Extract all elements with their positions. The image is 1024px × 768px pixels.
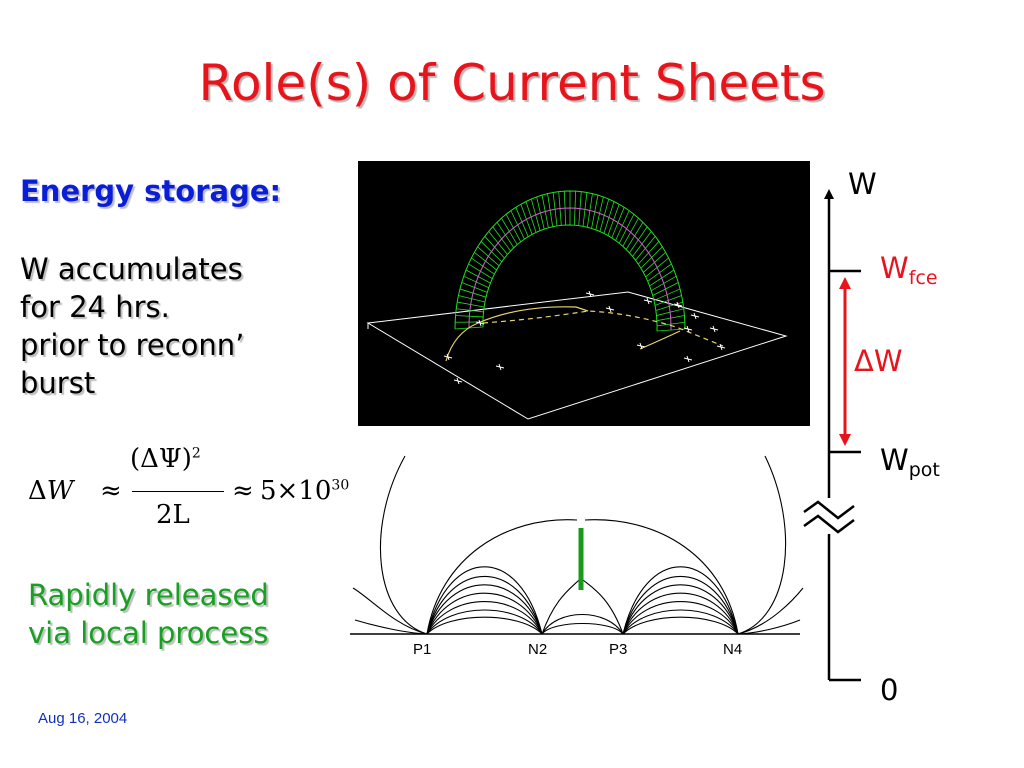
field-line <box>622 566 739 635</box>
field-line <box>622 601 739 635</box>
field-line <box>541 622 624 635</box>
w-fce-main: W <box>880 251 909 285</box>
eq-approx-2: ≈ <box>232 476 254 506</box>
field-line <box>426 616 543 635</box>
delta-w-label: ΔW <box>854 344 903 378</box>
text-line: Rapidly released <box>28 578 269 612</box>
text-line: prior to reconn’ <box>20 328 245 362</box>
field-line <box>737 587 804 635</box>
field-line <box>584 519 739 635</box>
eq-value-exp: 30 <box>331 477 350 494</box>
field-line-diagram: P1 N2 P3 N4 <box>350 455 804 658</box>
field-line <box>622 584 739 635</box>
null-marker <box>683 355 693 363</box>
energy-storage-text: W accumulates for 24 hrs. prior to recon… <box>20 250 244 402</box>
polarity-line-right <box>639 330 681 350</box>
field-line <box>426 566 543 635</box>
field-line <box>354 619 428 635</box>
field-line <box>541 614 624 635</box>
eq-denominator: 2L <box>156 500 190 530</box>
flux-tube-arcade <box>454 190 686 332</box>
text-line: W accumulates <box>20 252 243 286</box>
null-marker <box>690 312 700 320</box>
energy-storage-heading: Energy storage: <box>20 174 282 208</box>
arcade-3d-image <box>358 161 810 426</box>
null-marker <box>636 342 646 350</box>
eq-numerator: (ΔΨ) <box>130 444 192 474</box>
arcade-3d-figure <box>366 190 788 420</box>
axis-label-w: W <box>848 167 877 201</box>
eq-value: 5×10 <box>260 476 332 506</box>
eq-delta: Δ <box>28 476 47 506</box>
w-pot-label: Wpot <box>880 446 940 480</box>
w-fce-label: Wfce <box>880 254 938 288</box>
field-line <box>426 601 543 635</box>
polarity-line-left <box>445 306 589 362</box>
field-line <box>582 579 624 635</box>
tube-inner-edge <box>482 224 658 332</box>
null-marker <box>643 297 653 305</box>
source-label-p3: P3 <box>609 641 627 658</box>
field-lines <box>352 455 804 635</box>
field-line <box>379 455 428 635</box>
field-line <box>622 592 739 635</box>
release-text: Rapidly released via local process <box>28 576 269 652</box>
field-line <box>737 455 787 635</box>
field-line <box>426 609 543 635</box>
null-marker <box>475 319 485 327</box>
null-marker <box>716 343 726 351</box>
field-line <box>737 619 801 635</box>
null-marker <box>453 377 463 385</box>
axis-break-upper <box>803 500 855 520</box>
zero-label: 0 <box>880 673 899 707</box>
w-pot-sub: pot <box>908 459 940 481</box>
source-label-n2: N2 <box>528 641 547 658</box>
null-marker <box>495 363 505 371</box>
field-line <box>426 575 543 635</box>
eq-lhs-var: W <box>46 476 74 506</box>
page-title: Role(s) of Current Sheets <box>198 54 826 112</box>
field-line <box>541 579 580 635</box>
field-line <box>426 592 543 635</box>
null-marker <box>605 305 615 313</box>
null-marker <box>585 290 595 298</box>
field-line <box>622 616 739 635</box>
photosphere-plane <box>366 291 788 420</box>
text-line: for 24 hrs. <box>20 290 170 324</box>
eq-approx: ≈ <box>100 476 122 506</box>
field-line <box>426 584 543 635</box>
w-fce-sub: fce <box>908 267 938 289</box>
w-pot-main: W <box>880 443 909 477</box>
source-label-n4: N4 <box>723 641 742 658</box>
field-line <box>352 587 428 635</box>
energy-equation: ΔW ≈ (ΔΨ)2 2L ≈ 5×1030 <box>28 440 378 545</box>
fraction-bar <box>132 491 224 492</box>
null-point-markers <box>443 290 726 385</box>
field-line <box>622 575 739 635</box>
tube-outer-edge <box>454 190 686 330</box>
null-marker <box>443 353 453 361</box>
text-line: burst <box>20 366 96 400</box>
field-line <box>426 519 578 635</box>
null-marker <box>683 325 693 333</box>
date-footer: Aug 16, 2004 <box>38 710 128 727</box>
source-label-p1: P1 <box>413 641 431 658</box>
field-line <box>622 609 739 635</box>
axis-break-lower <box>803 514 855 534</box>
null-marker <box>709 325 719 333</box>
eq-numerator-exp: 2 <box>191 445 201 462</box>
polarity-line-dashed <box>482 310 724 347</box>
text-line: via local process <box>28 616 269 650</box>
energy-scale <box>803 189 861 682</box>
null-marker <box>673 301 683 309</box>
tube-axis <box>468 207 672 331</box>
